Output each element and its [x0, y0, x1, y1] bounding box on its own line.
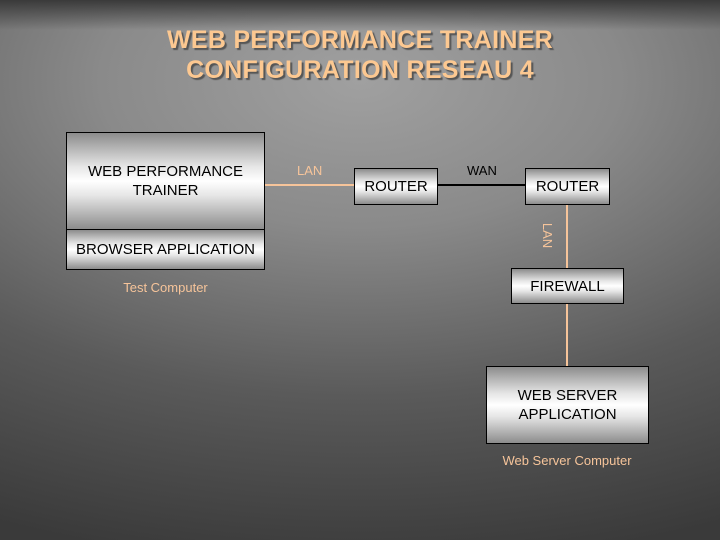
title-line-2: CONFIGURATION RESEAU 4	[186, 56, 534, 84]
server-link	[566, 304, 568, 367]
router-1-label: ROUTER	[364, 178, 428, 195]
web-server-computer-caption: Web Server Computer	[502, 453, 632, 468]
lan-label-2: LAN	[540, 222, 556, 249]
test-computer-caption: Test Computer	[123, 280, 208, 295]
lan-label-1: LAN	[297, 163, 323, 178]
webserver-box: WEB SERVER APPLICATION	[486, 366, 649, 444]
wan-link	[437, 184, 526, 186]
trainer-label: WEB PERFORMANCE TRAINER	[87, 163, 243, 199]
firewall-label: FIREWALL	[530, 277, 605, 295]
title-line-1: WEB PERFORMANCE TRAINER	[166, 26, 554, 54]
trainer-box: WEB PERFORMANCE TRAINER	[66, 132, 265, 230]
router-2-label: ROUTER	[535, 178, 600, 195]
router-2-box: ROUTER	[525, 168, 610, 205]
wan-label: WAN	[467, 163, 497, 178]
lan-link-2	[566, 205, 568, 269]
browser-box: BROWSER APPLICATION	[66, 229, 265, 270]
webserver-label: WEB SERVER APPLICATION	[517, 387, 618, 423]
browser-label: BROWSER APPLICATION	[76, 241, 255, 258]
firewall-box: FIREWALL	[511, 268, 624, 304]
router-1-box: ROUTER	[354, 168, 438, 205]
lan-link-1	[265, 184, 354, 186]
top-shade	[0, 0, 720, 30]
